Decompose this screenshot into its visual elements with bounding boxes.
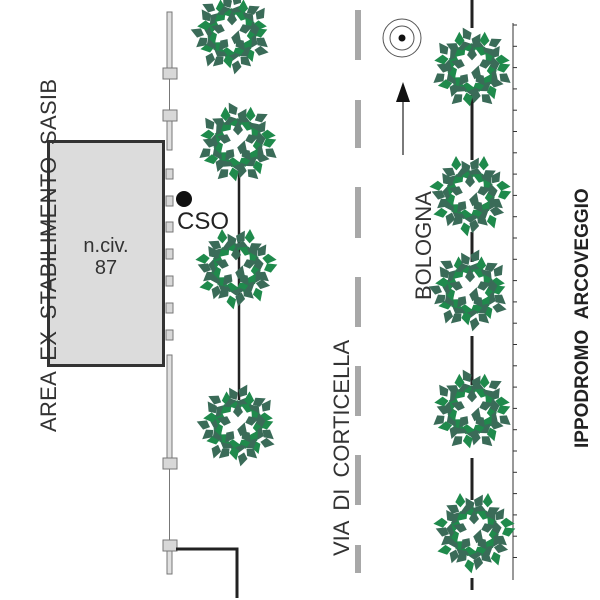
fence-posts [162,67,178,552]
boundary-fence [162,11,178,575]
tree-icon [428,249,507,332]
road-centerline [355,10,361,573]
direction-label: BOLOGNA [411,191,436,300]
direction-arrow-icon [396,82,410,155]
tree-icon [199,102,277,182]
tree-icon [195,229,278,310]
cso-label: CSO [177,208,230,235]
landmark-target-icon [382,18,422,58]
tree-icon [433,493,516,574]
trees [190,0,516,574]
racecourse-boundary [512,23,517,580]
area-label: AREA EX STABILIMENTO SASIB [36,78,61,432]
tree-icon [429,156,512,237]
tree-icon [196,384,275,467]
building-number: 87 [94,257,118,279]
racecourse-label: IPPODROMO ARCOVEGGIO [572,188,593,448]
tree-icon [190,0,269,75]
tree-icon [433,369,511,449]
building-label: n.civ. 87 [50,235,162,279]
tree-icon [433,27,511,107]
building-label-line1: n.civ. [83,235,129,257]
cso-point-icon [176,191,192,207]
building-87: n.civ. 87 [47,140,165,367]
road-label: VIA DI CORTICELLA [329,339,354,556]
boundary-line [176,547,239,598]
